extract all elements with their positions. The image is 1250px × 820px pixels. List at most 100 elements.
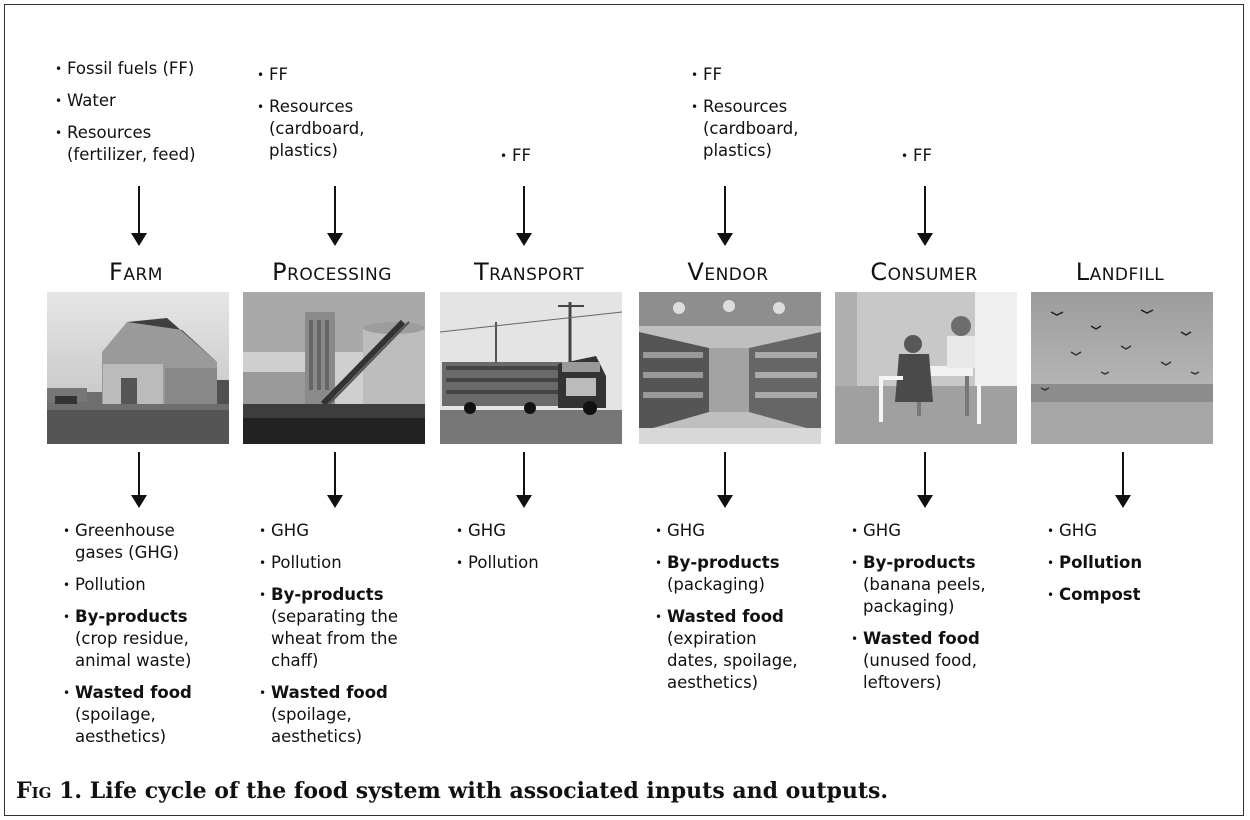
output-item-label: Wasted food <box>863 629 980 648</box>
output-item: GHG <box>1047 520 1217 542</box>
stage-landfill: Landfill GHGPollutionCompost <box>1031 0 1213 760</box>
input-arrow-icon <box>917 186 933 246</box>
input-item: FF <box>901 145 1079 167</box>
output-item-detail: (unused food, <box>863 651 977 670</box>
output-item-detail: dates, spoilage, <box>667 651 798 670</box>
output-item: By-products(banana peels,packaging) <box>851 552 1021 618</box>
input-item-line: FF <box>512 146 531 165</box>
stage-title: Landfill <box>1075 258 1165 286</box>
output-item: Pollution <box>63 574 233 596</box>
input-bullets: FFResources(cardboard,plastics) <box>691 64 869 162</box>
output-item-label: Wasted food <box>271 683 388 702</box>
outputs-list: GHG PollutionBy-products (separating the wh… <box>259 520 429 758</box>
output-item: GHG <box>655 520 825 542</box>
input-bullets: FF <box>500 145 678 167</box>
output-bullets: GHG By-products (packaging) Wasted food (exp… <box>655 520 825 694</box>
output-item-label: Wasted food <box>667 607 784 626</box>
input-arrow-icon <box>516 186 532 246</box>
input-item-line: FF <box>913 146 932 165</box>
output-item: Wasted food (expiration dates, spoilage, ae… <box>655 606 825 694</box>
stage-title: Farm <box>109 258 163 286</box>
input-bullets: FFResources(cardboard,plastics) <box>257 64 435 162</box>
input-item: Resources (cardboard, plastics) <box>257 96 435 162</box>
figure-caption: Fig 1. Life cycle of the food system wit… <box>16 778 888 804</box>
truck-photo <box>440 292 622 444</box>
output-item-detail: wheat from the <box>271 629 398 648</box>
output-item-label: By-products <box>271 585 384 604</box>
output-item: Wasted food(spoilage,aesthetics) <box>63 682 233 748</box>
output-item-label: GHG <box>271 521 309 540</box>
output-arrow-icon <box>131 452 147 508</box>
output-item-detail: (expiration <box>667 629 757 648</box>
supermarket-photo <box>639 292 821 444</box>
outputs-list: GHG Pollution <box>456 520 626 584</box>
output-item-detail: aesthetics) <box>75 727 167 746</box>
output-item-label: Greenhouse <box>75 521 175 540</box>
output-item-label: By-products <box>667 553 780 572</box>
output-item-detail: chaff) <box>271 651 319 670</box>
input-item-line: (fertilizer, feed) <box>67 145 196 164</box>
family-kitchen-photo <box>835 292 1017 444</box>
outputs-list: GHG By-products(banana peels,packaging) Wa… <box>851 520 1021 704</box>
stage-processing: FFResources(cardboard,plastics) Processi… <box>243 0 425 760</box>
output-item-label: GHG <box>863 521 901 540</box>
inputs-list: FF <box>500 145 678 177</box>
input-item-line: plastics) <box>269 141 338 160</box>
output-item-label: Pollution <box>468 553 539 572</box>
inputs-list: FFResources(cardboard,plastics) <box>257 64 435 172</box>
output-bullets: GHG PollutionBy-products (separating the wh… <box>259 520 429 748</box>
inputs-list: FFResources(cardboard,plastics) <box>691 64 869 172</box>
output-item-detail: aesthetics) <box>271 727 363 746</box>
caption-text: Life cycle of the food system with assoc… <box>89 778 889 804</box>
output-item-detail: (packaging) <box>667 575 765 594</box>
stage-vendor: FFResources(cardboard,plastics) Vendor G… <box>639 0 821 760</box>
output-item: Compost <box>1047 584 1217 606</box>
output-item: GHG <box>456 520 626 542</box>
input-item: Resources (fertilizer, feed) <box>55 122 233 166</box>
output-item-detail: animal waste) <box>75 651 192 670</box>
output-item: Pollution <box>456 552 626 574</box>
input-item-line: (cardboard, <box>269 119 365 138</box>
stage-consumer: FF Consumer GHGBy-products(banana peels,… <box>835 0 1017 760</box>
output-item: By-products (packaging) <box>655 552 825 596</box>
stage-title: Processing <box>272 258 392 286</box>
stage-title: Vendor <box>687 258 769 286</box>
output-item-detail: (crop residue, <box>75 629 189 648</box>
output-bullets: GHG PollutionCompost <box>1047 520 1217 606</box>
output-item-detail: (spoilage, <box>271 705 352 724</box>
output-arrow-icon <box>717 452 733 508</box>
input-bullets: Fossil fuels (FF) WaterResources (fertiliz… <box>55 58 233 166</box>
input-arrow-icon <box>717 186 733 246</box>
landfill-photo <box>1031 292 1213 444</box>
output-item-label: Pollution <box>271 553 342 572</box>
output-item-label: Pollution <box>1059 553 1143 572</box>
output-item-detail: leftovers) <box>863 673 942 692</box>
inputs-list: Fossil fuels (FF) WaterResources (fertiliz… <box>55 58 233 176</box>
output-item-label: Wasted food <box>75 683 192 702</box>
output-item: By-products (crop residue, animal waste) <box>63 606 233 672</box>
input-item-line: plastics) <box>703 141 772 160</box>
stage-farm: Fossil fuels (FF)WaterResources(fertiliz… <box>47 0 229 760</box>
input-item: Fossil fuels (FF) <box>55 58 233 80</box>
input-item-line: Water <box>67 91 116 110</box>
input-item-line: Resources <box>269 97 354 116</box>
inputs-list: FF <box>901 145 1079 177</box>
input-bullets: FF <box>901 145 1079 167</box>
output-item-detail: aesthetics) <box>667 673 759 692</box>
output-item-label: GHG <box>667 521 705 540</box>
output-item-label: By-products <box>75 607 188 626</box>
input-item-line: FF <box>703 65 722 84</box>
input-item-line: (cardboard, <box>703 119 799 138</box>
output-arrow-icon <box>327 452 343 508</box>
output-item-detail: (banana peels, <box>863 575 986 594</box>
output-arrow-icon <box>917 452 933 508</box>
input-item-line: Resources <box>67 123 152 142</box>
input-arrow-icon <box>327 186 343 246</box>
output-item: Wasted food (unused food, leftovers) <box>851 628 1021 694</box>
output-item-detail: (separating the <box>271 607 398 626</box>
output-bullets: GHG Pollution <box>456 520 626 574</box>
output-item-label: Compost <box>1059 585 1141 604</box>
output-item-label: GHG <box>468 521 506 540</box>
